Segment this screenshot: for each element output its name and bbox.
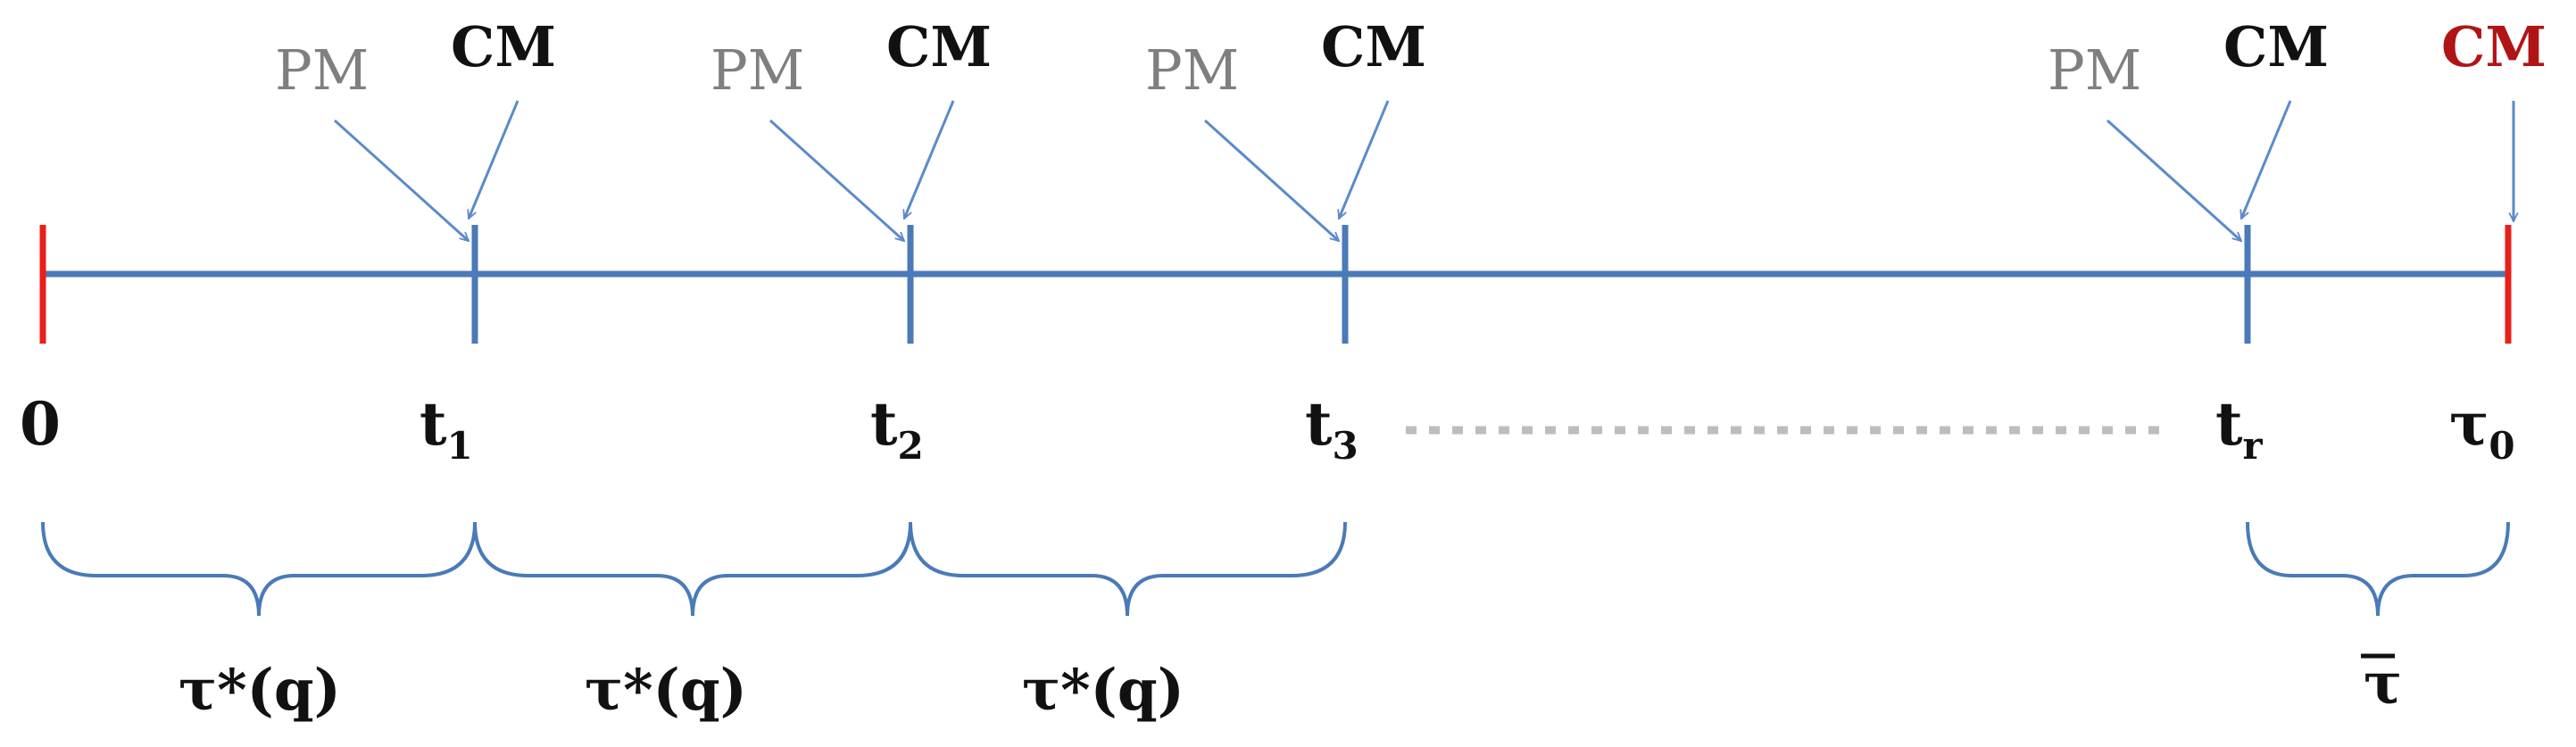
subscript-1: 1 (447, 424, 473, 468)
tick-label-t2: t2 (870, 389, 924, 468)
subscript-0: 0 (2489, 424, 2514, 468)
pm-arrow-tr (2106, 119, 2241, 241)
cm-label-tr: CM (2223, 14, 2329, 79)
cm-label-t2: CM (886, 14, 992, 79)
tick-label-origin: 0 (20, 389, 61, 459)
interval-label-2: τ*(q) (585, 657, 747, 724)
pm-arrow-t1 (333, 119, 469, 241)
subscript-r: r (2243, 424, 2264, 468)
brace-interval-tau-bar (2246, 521, 2510, 617)
tick-label-tr: tr (2215, 389, 2264, 468)
cm-label-t1: CM (451, 14, 556, 79)
cm-arrow-tr (2241, 100, 2292, 219)
tick-label-t3: t3 (1305, 389, 1359, 468)
tau-symbol: τ (2449, 389, 2489, 459)
pm-label-t2: PM (710, 37, 804, 103)
pm-label-t3: PM (1145, 37, 1239, 103)
subscript-3: 3 (1333, 424, 1359, 468)
t-symbol: t (420, 389, 447, 459)
tick-label-t1: t1 (420, 389, 473, 468)
t-symbol: t (1305, 389, 1333, 459)
cm-label-tau0: CM (2441, 14, 2547, 79)
subscript-2: 2 (898, 424, 924, 468)
brace-interval-2 (473, 521, 912, 617)
pm-arrow-t2 (769, 119, 904, 241)
pm-label-tr: PM (2048, 37, 2141, 103)
t-symbol: t (2215, 389, 2243, 459)
interval-label-tau-bar: τ (2364, 651, 2402, 718)
brace-interval-3 (909, 521, 1347, 617)
tick-label-tau0: τ0 (2449, 389, 2515, 468)
cm-arrow-t3 (1339, 100, 1390, 219)
brace-interval-1 (41, 521, 477, 617)
cm-label-t3: CM (1321, 14, 1426, 79)
t-symbol: t (870, 389, 898, 459)
interval-label-1: τ*(q) (179, 657, 341, 724)
cm-arrow-t1 (469, 100, 519, 219)
pm-label-t1: PM (275, 37, 369, 103)
pm-arrow-t3 (1203, 119, 1339, 241)
cm-arrow-t2 (904, 100, 955, 219)
interval-label-3: τ*(q) (1022, 657, 1184, 724)
